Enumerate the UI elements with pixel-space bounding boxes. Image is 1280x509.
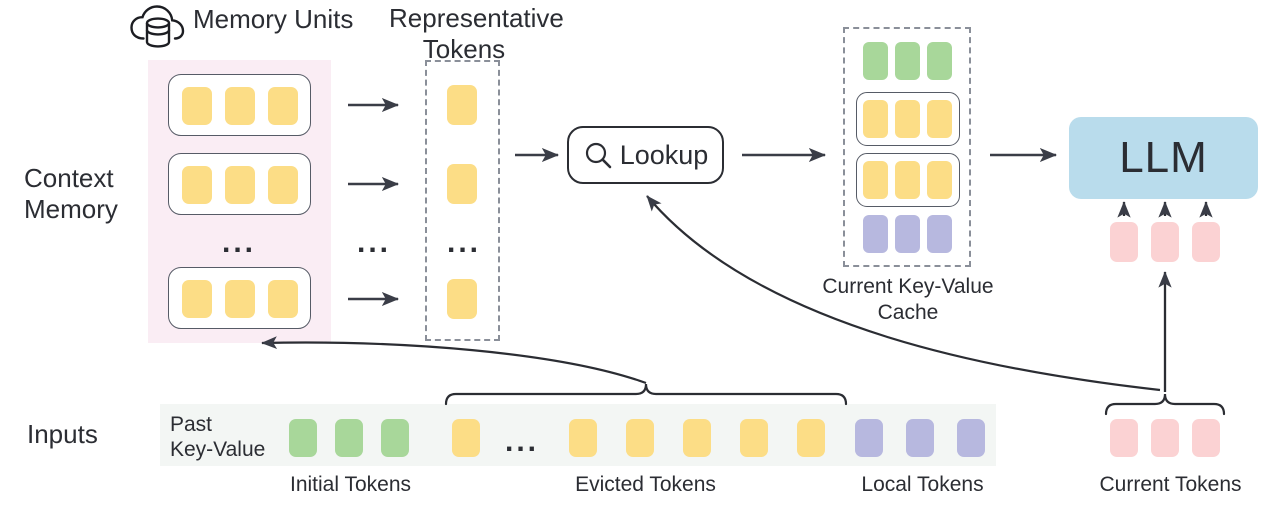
representative-tokens-box <box>425 60 500 341</box>
llm-input-token <box>1110 222 1138 262</box>
lookup-label: Lookup <box>619 139 709 170</box>
kv-token-yellow <box>927 161 952 199</box>
curve-evicted-to-context-memory <box>261 336 647 385</box>
memory-unit[interactable] <box>168 267 311 329</box>
kv-token-purple <box>895 215 920 253</box>
input-token-evicted <box>452 419 480 457</box>
search-icon <box>583 140 613 170</box>
input-token-local <box>855 419 883 457</box>
memory-arrows-ellipsis: ... <box>357 226 392 259</box>
current-token <box>1151 419 1179 457</box>
caption-local-tokens: Local Tokens <box>861 473 984 496</box>
representative-token <box>447 279 477 319</box>
kv-token-yellow <box>927 100 952 138</box>
kv-token-yellow <box>895 161 920 199</box>
lookup-box[interactable]: Lookup <box>567 126 724 184</box>
input-token-evicted <box>797 419 825 457</box>
representative-tokens-label: Representative Tokens <box>389 3 564 64</box>
memory-token <box>268 87 298 125</box>
representative-tokens-ellipsis: ... <box>447 226 482 259</box>
representative-token <box>447 85 477 125</box>
kv-cache-row-retrieved <box>863 100 952 140</box>
memory-unit[interactable] <box>168 153 311 215</box>
input-token-local <box>906 419 934 457</box>
input-token-evicted <box>683 419 711 457</box>
kv-token-yellow <box>863 161 888 199</box>
brace-current-tokens <box>1104 393 1226 416</box>
memory-token <box>182 280 212 318</box>
past-key-value-label: Past Key-Value <box>170 413 266 461</box>
memory-token <box>268 280 298 318</box>
llm-box[interactable]: LLM <box>1069 117 1258 199</box>
inputs-label: Inputs <box>27 419 98 449</box>
current-token <box>1110 419 1138 457</box>
kv-cache-label: Current Key-Value Cache <box>822 275 994 324</box>
memory-token <box>182 87 212 125</box>
llm-label: LLM <box>1119 133 1208 182</box>
kv-cache-row-initial <box>863 42 952 82</box>
llm-input-token <box>1151 222 1179 262</box>
llm-input-token <box>1192 222 1220 262</box>
kv-token-purple <box>863 215 888 253</box>
kv-token-green <box>863 42 888 80</box>
cloud-database-icon <box>129 4 187 48</box>
representative-token <box>447 164 477 204</box>
caption-current-tokens: Current Tokens <box>1099 473 1242 496</box>
context-memory-label: Context Memory <box>24 163 118 224</box>
kv-token-purple <box>927 215 952 253</box>
input-token-evicted <box>569 419 597 457</box>
input-token-evicted <box>740 419 768 457</box>
input-token-initial <box>335 419 363 457</box>
kv-cache-row-retrieved <box>863 161 952 201</box>
memory-token <box>182 166 212 204</box>
kv-cache-row-local <box>863 215 952 255</box>
input-token-initial <box>381 419 409 457</box>
input-token-initial <box>289 419 317 457</box>
input-sequence-ellipsis: ... <box>505 425 540 458</box>
kv-token-yellow <box>863 100 888 138</box>
memory-token <box>225 166 255 204</box>
kv-token-green <box>927 42 952 80</box>
memory-token <box>225 280 255 318</box>
memory-units-ellipsis: ... <box>222 226 257 259</box>
brace-evicted-tokens <box>444 383 848 406</box>
memory-unit[interactable] <box>168 74 311 136</box>
current-token <box>1192 419 1220 457</box>
kv-token-green <box>895 42 920 80</box>
kv-token-yellow <box>895 100 920 138</box>
memory-units-label: Memory Units <box>193 4 354 34</box>
caption-initial-tokens: Initial Tokens <box>289 473 412 496</box>
caption-evicted-tokens: Evicted Tokens <box>575 473 716 496</box>
memory-token <box>268 166 298 204</box>
input-token-evicted <box>626 419 654 457</box>
memory-token <box>225 87 255 125</box>
input-token-local <box>957 419 985 457</box>
